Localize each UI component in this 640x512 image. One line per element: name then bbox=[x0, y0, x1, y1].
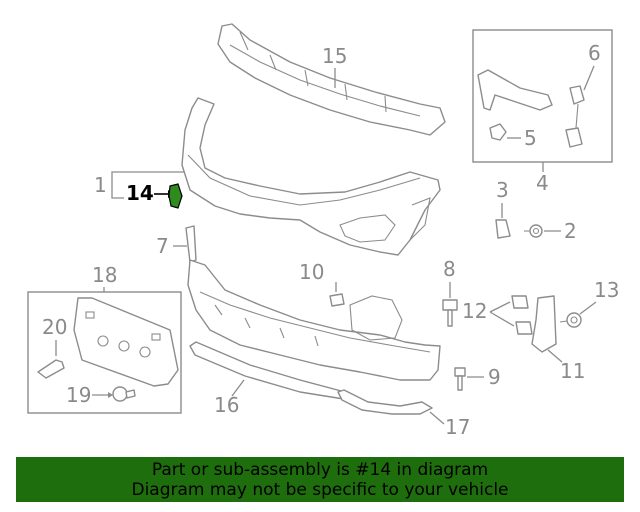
part-2-nut[interactable] bbox=[524, 224, 543, 238]
label-6: 6 bbox=[588, 41, 601, 65]
part-5-bolt[interactable] bbox=[489, 123, 507, 141]
label-14: 14 bbox=[126, 181, 154, 205]
part-8-bolt[interactable] bbox=[442, 299, 458, 327]
label-5: 5 bbox=[524, 126, 537, 150]
part-7-bracket[interactable] bbox=[185, 225, 197, 263]
part-3-clip[interactable] bbox=[495, 219, 511, 239]
label-3: 3 bbox=[496, 178, 509, 202]
leader-17 bbox=[429, 411, 445, 425]
label-17: 17 bbox=[445, 415, 470, 439]
label-2: 2 bbox=[564, 219, 577, 243]
part-12-clips[interactable] bbox=[511, 295, 533, 335]
leader-1 bbox=[111, 171, 184, 199]
label-19: 19 bbox=[66, 383, 91, 407]
part-20-pushpin[interactable] bbox=[37, 359, 65, 379]
part-19-screw[interactable] bbox=[112, 386, 136, 402]
label-12: 12 bbox=[462, 299, 487, 323]
label-1: 1 bbox=[94, 173, 107, 197]
part-4-bracket-assembly[interactable] bbox=[477, 69, 585, 148]
part-10-clip[interactable] bbox=[329, 293, 345, 307]
part-lower-fascia[interactable] bbox=[187, 259, 441, 381]
part-14-highlighted[interactable] bbox=[168, 183, 183, 209]
leader-12 bbox=[489, 301, 515, 327]
label-20: 20 bbox=[42, 315, 67, 339]
label-16: 16 bbox=[214, 393, 239, 417]
leader-11 bbox=[547, 349, 563, 363]
banner-line-2: Diagram may not be specific to your vehi… bbox=[131, 479, 509, 500]
part-17-molding[interactable] bbox=[337, 389, 433, 415]
banner-line-1: Part or sub-assembly is #14 in diagram bbox=[151, 459, 489, 480]
leader-13 bbox=[579, 301, 597, 315]
info-banner: Part or sub-assembly is #14 in diagram D… bbox=[16, 457, 624, 502]
part-11-bracket[interactable] bbox=[531, 295, 557, 353]
label-9: 9 bbox=[488, 365, 501, 389]
part-13-nut[interactable] bbox=[559, 312, 582, 328]
part-18-license-bracket[interactable] bbox=[73, 297, 179, 387]
label-15: 15 bbox=[322, 44, 347, 68]
part-9-bolt[interactable] bbox=[454, 367, 466, 391]
label-8: 8 bbox=[443, 257, 456, 281]
leader-6 bbox=[583, 65, 595, 91]
part-1-bumper-fascia[interactable] bbox=[181, 97, 441, 256]
label-10: 10 bbox=[299, 260, 324, 284]
label-4: 4 bbox=[536, 171, 549, 195]
part-15-energy-absorber[interactable] bbox=[217, 23, 446, 136]
label-18: 18 bbox=[92, 263, 117, 287]
parts-diagram: 15 5 6 4 1 14 3 2 7 bbox=[27, 23, 619, 439]
label-11: 11 bbox=[560, 359, 585, 383]
arrow-19 bbox=[108, 392, 113, 398]
leader-16 bbox=[231, 379, 245, 397]
label-7: 7 bbox=[156, 234, 169, 258]
label-13: 13 bbox=[594, 278, 619, 302]
